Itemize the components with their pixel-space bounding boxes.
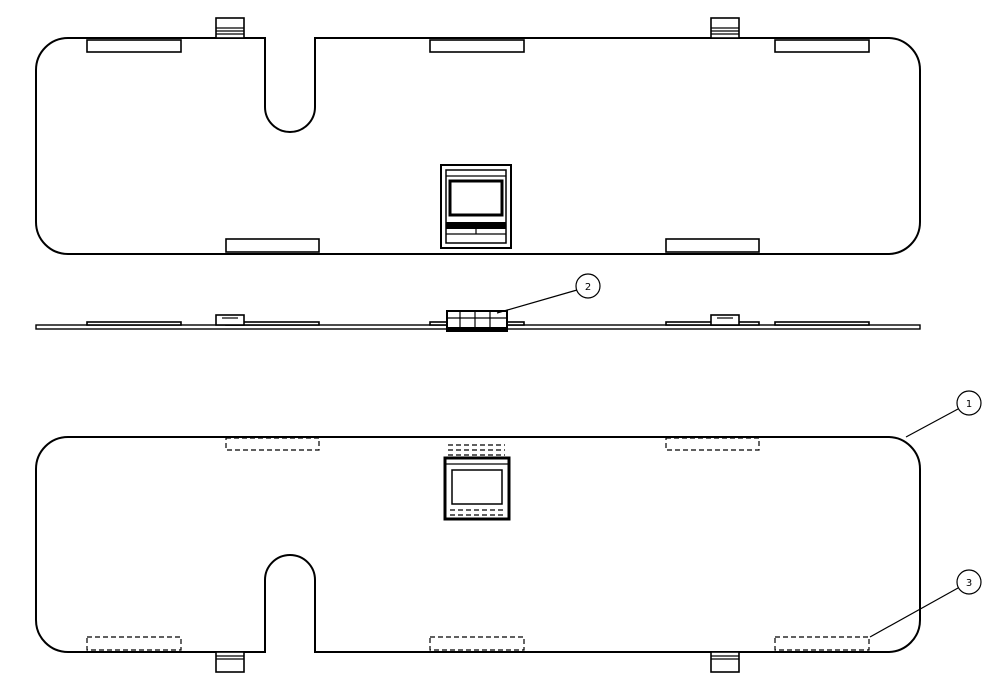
- bottom-pad-upper-left: [225, 437, 320, 451]
- side-connector: [446, 310, 508, 332]
- top-pad-right: [774, 39, 870, 53]
- top-pad-bottom-right: [665, 238, 760, 253]
- bottom-pad-lower-right: [774, 636, 870, 651]
- callout-1: 1: [905, 390, 982, 438]
- side-clip-right: [710, 314, 740, 326]
- callout-2-label: 2: [585, 282, 591, 293]
- bottom-pad-upper-right: [665, 437, 760, 451]
- side-view: [35, 310, 921, 332]
- bottom-board-outline: [35, 436, 921, 653]
- top-view: [35, 17, 921, 255]
- top-pad-bottom-left: [225, 238, 320, 253]
- top-pad-center: [429, 39, 525, 53]
- top-board-outline: [35, 37, 921, 255]
- bottom-clip-left: [215, 651, 245, 673]
- top-clip-left: [215, 17, 245, 39]
- side-pad-1: [86, 321, 182, 326]
- bottom-view: [35, 436, 921, 673]
- callout-3-label: 3: [966, 578, 972, 589]
- side-pad-4: [774, 321, 870, 326]
- top-clip-right: [710, 17, 740, 39]
- top-center-connector: [440, 164, 512, 249]
- top-pad-left: [86, 39, 182, 53]
- callout-3: 3: [869, 569, 982, 638]
- bottom-connector: [443, 444, 511, 521]
- bottom-pad-lower-left: [86, 636, 182, 651]
- side-clip-left: [215, 314, 245, 326]
- callout-1-label: 1: [966, 399, 972, 410]
- bottom-pad-lower-center: [429, 636, 525, 651]
- callout-2: 2: [496, 273, 601, 314]
- bottom-clip-right: [710, 651, 740, 673]
